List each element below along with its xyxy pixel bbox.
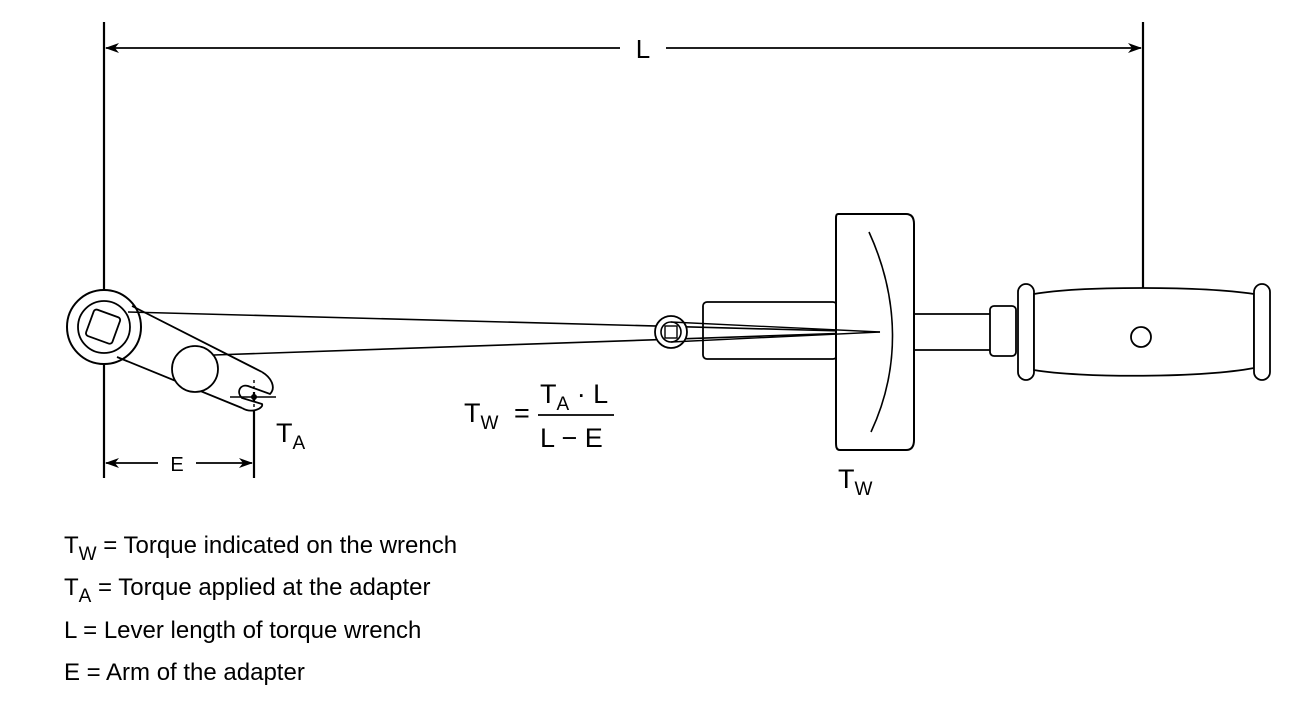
legend-item-l: L = Lever length of torque wrench — [64, 617, 421, 644]
wrench-shaft — [914, 305, 1017, 357]
dimension-E: E — [105, 454, 253, 476]
dimension-L-label: L — [636, 34, 650, 64]
formula-numerator: TA · L — [540, 379, 608, 415]
adapter-center-dot — [251, 394, 257, 400]
legend-item-tw: TW = Torque indicated on the wrench — [64, 532, 457, 565]
adapter: TA — [66, 289, 306, 454]
formula-denominator: L − E — [540, 423, 603, 453]
handle-pivot-hole — [1130, 326, 1152, 348]
legend-item-e: E = Arm of the adapter — [64, 659, 305, 686]
beam-lines — [127, 311, 881, 356]
wrench-pivot — [654, 315, 688, 349]
legend: TW = Torque indicated on the wrench TA =… — [64, 532, 457, 686]
ta-label: TA — [276, 418, 306, 454]
adapter-square-drive — [85, 308, 122, 345]
tw-label: TW — [838, 464, 873, 500]
wrench-handle — [1017, 283, 1271, 381]
formula-lhs: TW — [464, 398, 499, 434]
pointer-lines — [670, 321, 881, 343]
adapter-hub — [171, 345, 219, 393]
dimension-E-label: E — [170, 454, 183, 476]
legend-item-ta: TA = Torque applied at the adapter — [64, 574, 431, 607]
formula-equals: = — [514, 398, 530, 428]
adapter-jaw — [238, 371, 274, 412]
torque-formula: TW = TA · L L − E — [464, 379, 614, 453]
dimension-L: L — [105, 34, 1142, 64]
